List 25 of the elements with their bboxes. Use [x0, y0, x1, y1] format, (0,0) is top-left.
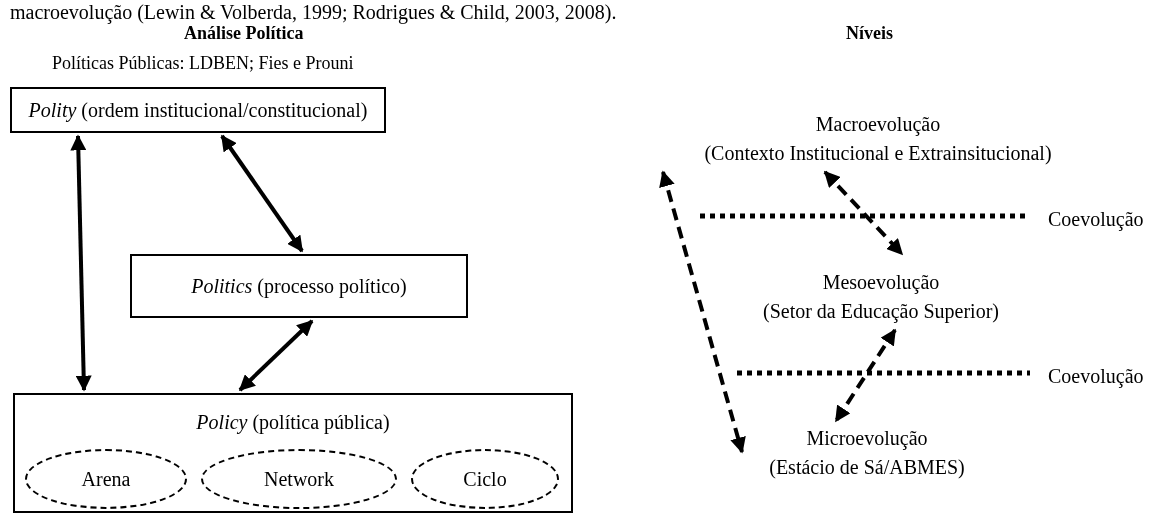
dashed-ellipse: Network	[201, 449, 397, 509]
arrow	[659, 170, 746, 454]
subtitle: Políticas Públicas: LDBEN; Fies e Prouni	[52, 52, 354, 75]
dashed-ellipse: Ciclo	[411, 449, 559, 509]
arrow	[834, 328, 897, 423]
column-heading: Análise Política	[184, 23, 304, 45]
node-text: Microevolução	[806, 426, 928, 452]
arrow	[823, 170, 904, 256]
process-box: Polity (ordem institucional/constitucional)	[10, 87, 386, 133]
node-text: Macroevolução	[815, 112, 941, 138]
text-line: macroevolução (Lewin & Volberda, 1999; Rodrigues & Child, 2003, 2008).	[10, 0, 617, 26]
node-text: (Setor da Educação Superior)	[763, 299, 999, 325]
node-text: Policy (política pública)	[196, 410, 390, 436]
coevolution-label: Coevolução	[1048, 207, 1144, 233]
arrow	[220, 134, 304, 253]
column-heading: Níveis	[846, 22, 893, 45]
arrow	[70, 134, 92, 392]
node-text: Mesoevolução	[822, 270, 940, 296]
dashed-ellipse: Arena	[25, 449, 187, 509]
node-text: (Estácio de Sá/ABMES)	[769, 455, 965, 480]
node-text: (Contexto Institucional e Extrainsitucional)	[704, 141, 1052, 167]
process-box: Politics (processo político)	[130, 254, 468, 318]
policy-box	[13, 393, 573, 513]
arrow	[238, 319, 314, 392]
coevolution-label: Coevolução	[1048, 364, 1144, 390]
